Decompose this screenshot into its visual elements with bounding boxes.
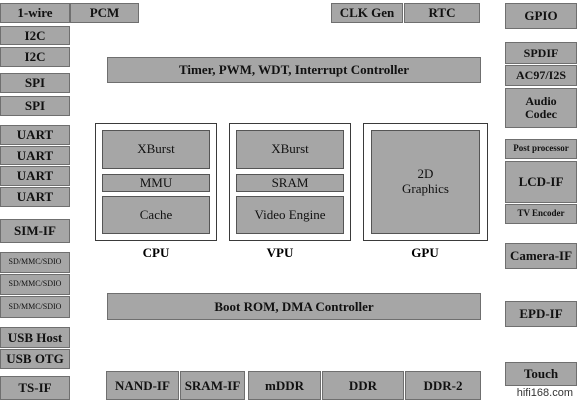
- block-1-wire: 1-wire: [0, 3, 70, 23]
- block-sdio-2: SD/MMC/SDIO: [0, 274, 70, 295]
- cpu-frame: XBurst MMU Cache: [95, 123, 217, 241]
- block-tv-encoder: TV Encoder: [505, 204, 577, 224]
- block-uart-1: UART: [0, 125, 70, 145]
- block-ddr-2: DDR-2: [405, 371, 481, 400]
- block-audio-codec: Audio Codec: [505, 88, 577, 128]
- block-post-processor: Post processor: [505, 139, 577, 159]
- block-uart-4: UART: [0, 187, 70, 207]
- block-camera-if: Camera-IF: [505, 243, 577, 269]
- block-nand-if: NAND-IF: [106, 371, 179, 400]
- cpu-label: CPU: [142, 245, 170, 260]
- vpu-label: VPU: [266, 245, 294, 260]
- cpu-cache: Cache: [102, 196, 210, 234]
- bar-timer-interrupt-controller: Timer, PWM, WDT, Interrupt Controller: [107, 57, 481, 83]
- block-rtc: RTC: [404, 3, 480, 23]
- gpu-2d-graphics: 2D Graphics: [371, 130, 480, 234]
- block-mddr: mDDR: [248, 371, 321, 400]
- block-touch: Touch: [505, 362, 577, 386]
- vpu-frame: XBurst SRAM Video Engine: [229, 123, 351, 241]
- block-lcd-if: LCD-IF: [505, 161, 577, 203]
- watermark: hifi168.com: [516, 387, 573, 399]
- vpu-sram: SRAM: [236, 174, 344, 192]
- cpu-xburst: XBurst: [102, 130, 210, 169]
- block-sram-if: SRAM-IF: [180, 371, 245, 400]
- block-uart-2: UART: [0, 146, 70, 165]
- block-pcm: PCM: [70, 3, 139, 23]
- block-sim-if: SIM-IF: [0, 219, 70, 243]
- block-ts-if: TS-IF: [0, 376, 70, 400]
- block-spdif: SPDIF: [505, 42, 577, 64]
- block-usb-host: USB Host: [0, 327, 70, 348]
- cpu-mmu: MMU: [102, 174, 210, 192]
- block-ac97-i2s: AC97/I2S: [505, 65, 577, 86]
- block-spi-1: SPI: [0, 73, 70, 93]
- vpu-xburst: XBurst: [236, 130, 344, 169]
- block-i2c-2: I2C: [0, 47, 70, 67]
- gpu-frame: 2D Graphics: [363, 123, 488, 241]
- gpu-label: GPU: [411, 245, 439, 260]
- block-i2c-1: I2C: [0, 26, 70, 45]
- block-usb-otg: USB OTG: [0, 349, 70, 369]
- vpu-video-engine: Video Engine: [236, 196, 344, 234]
- block-gpio: GPIO: [505, 3, 577, 29]
- block-epd-if: EPD-IF: [505, 301, 577, 327]
- block-sdio-3: SD/MMC/SDIO: [0, 296, 70, 318]
- block-sdio-1: SD/MMC/SDIO: [0, 252, 70, 273]
- block-uart-3: UART: [0, 166, 70, 186]
- bar-boot-rom-dma: Boot ROM, DMA Controller: [107, 293, 481, 320]
- block-clk-gen: CLK Gen: [331, 3, 403, 23]
- block-ddr: DDR: [322, 371, 404, 400]
- block-spi-2: SPI: [0, 96, 70, 116]
